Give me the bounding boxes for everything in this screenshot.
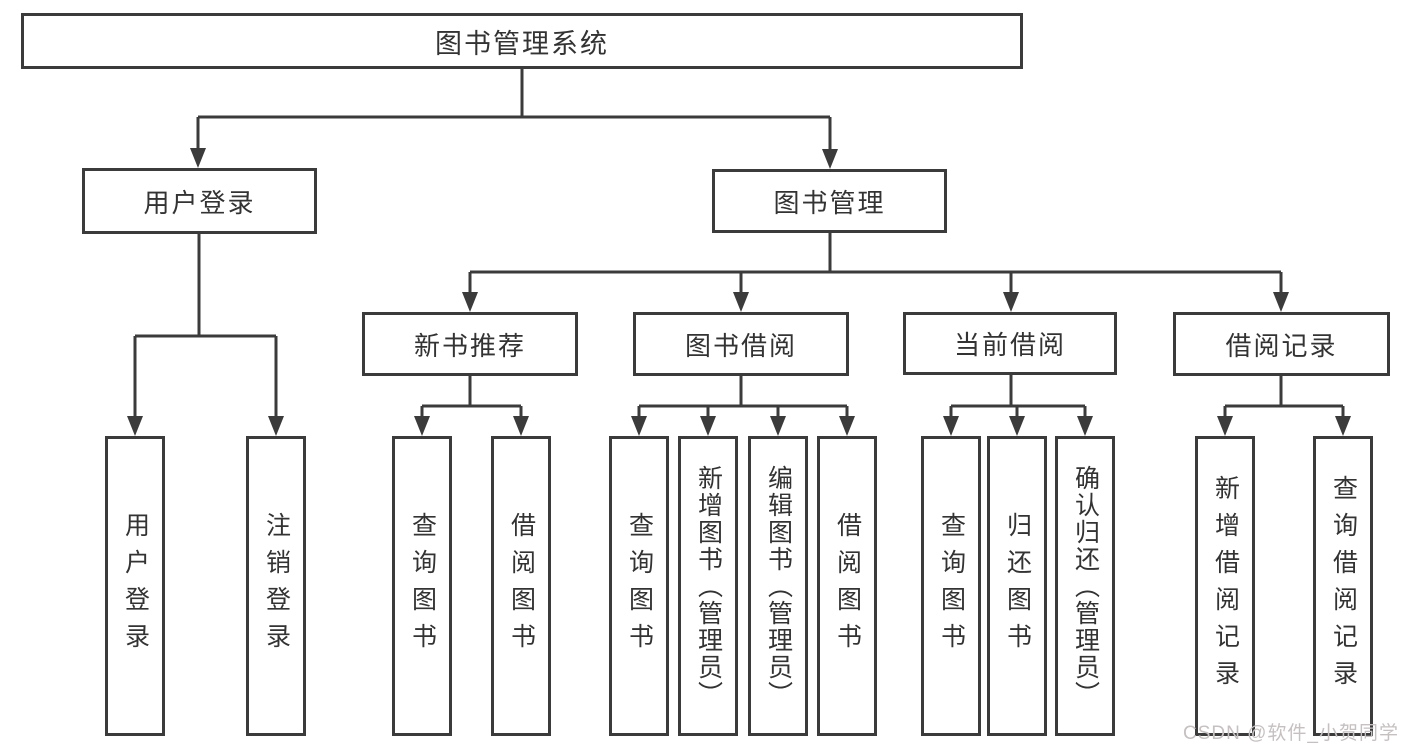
connector-records-children bbox=[1223, 376, 1345, 420]
leaf-logout: 注销登录 bbox=[246, 436, 306, 736]
leaf-logout-label: 注销登录 bbox=[262, 512, 291, 660]
connector-newbooks-children bbox=[420, 376, 523, 420]
connector-current-children bbox=[949, 375, 1087, 420]
node-root: 图书管理系统 bbox=[21, 13, 1023, 69]
leaf-query-books-recommend: 查询图书 bbox=[392, 436, 452, 736]
leaf-add-borrow-record-label: 新增借阅记录 bbox=[1211, 475, 1240, 697]
connector-books-children bbox=[468, 233, 1283, 296]
arrow-heads bbox=[127, 148, 1351, 436]
leaf-confirm-return-admin: 确认归还（管理员） bbox=[1055, 436, 1115, 736]
leaf-query-books-borrow-label: 查询图书 bbox=[625, 512, 654, 660]
connector-root-branches bbox=[196, 68, 832, 153]
connector-borrow-children bbox=[637, 376, 849, 420]
leaf-user-login-label: 用户登录 bbox=[121, 512, 150, 660]
leaf-add-books-admin: 新增图书（管理员） bbox=[678, 436, 738, 736]
leaf-add-borrow-record: 新增借阅记录 bbox=[1195, 436, 1255, 736]
connector-login-children bbox=[133, 234, 278, 420]
leaf-return-books: 归还图书 bbox=[987, 436, 1047, 736]
leaf-query-books-current-label: 查询图书 bbox=[937, 512, 966, 660]
node-new-book-recommend: 新书推荐 bbox=[362, 312, 578, 376]
node-book-management: 图书管理 bbox=[712, 169, 947, 233]
leaf-borrow-books: 借阅图书 bbox=[817, 436, 877, 736]
leaf-edit-books-admin-label: 编辑图书（管理员） bbox=[764, 464, 793, 708]
leaf-query-books-borrow: 查询图书 bbox=[609, 436, 669, 736]
leaf-borrow-books-recommend: 借阅图书 bbox=[491, 436, 551, 736]
watermark: CSDN @软件_小贺同学 bbox=[1183, 723, 1399, 744]
leaf-query-books-current: 查询图书 bbox=[921, 436, 981, 736]
node-borrow-records: 借阅记录 bbox=[1173, 312, 1390, 376]
leaf-user-login: 用户登录 bbox=[105, 436, 165, 736]
leaf-confirm-return-admin-label: 确认归还（管理员） bbox=[1071, 464, 1100, 708]
leaf-return-books-label: 归还图书 bbox=[1003, 512, 1032, 660]
node-current-borrow: 当前借阅 bbox=[903, 312, 1117, 375]
node-user-login: 用户登录 bbox=[82, 168, 317, 234]
leaf-query-books-recommend-label: 查询图书 bbox=[408, 512, 437, 660]
leaf-edit-books-admin: 编辑图书（管理员） bbox=[748, 436, 808, 736]
node-book-borrow: 图书借阅 bbox=[633, 312, 849, 376]
leaf-add-books-admin-label: 新增图书（管理员） bbox=[694, 464, 723, 708]
leaf-query-borrow-record-label: 查询借阅记录 bbox=[1329, 475, 1358, 697]
leaf-borrow-books-label: 借阅图书 bbox=[833, 512, 862, 660]
leaf-borrow-books-recommend-label: 借阅图书 bbox=[507, 512, 536, 660]
leaf-query-borrow-record: 查询借阅记录 bbox=[1313, 436, 1373, 736]
